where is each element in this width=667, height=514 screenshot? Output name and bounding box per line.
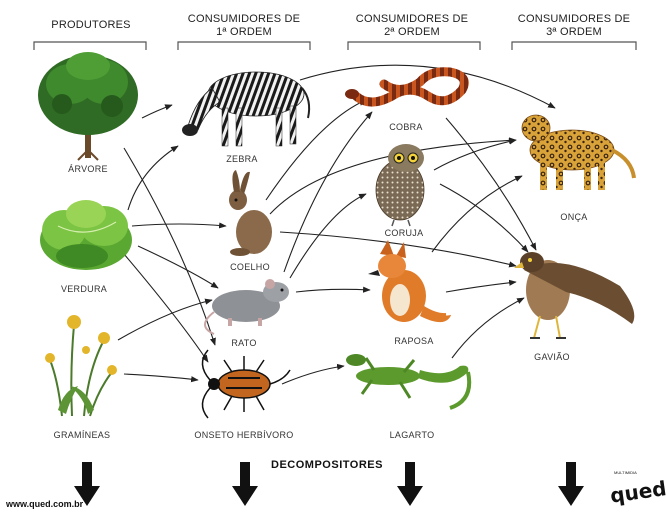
arrow-owl-hawk <box>440 184 528 252</box>
vegetable-illustration <box>40 200 132 270</box>
primary-bracket <box>178 42 310 50</box>
arrow-fox-hawk <box>446 282 516 292</box>
owl-label: CORUJA <box>385 228 424 238</box>
hawk-label: GAVIÃO <box>534 352 570 362</box>
grasses-label: GRAMÍNEAS <box>54 430 111 440</box>
arrow-vegetable-rat <box>138 246 218 288</box>
primary-header-line1: CONSUMIDORES DE <box>188 13 300 25</box>
rat-label: RATO <box>231 338 256 348</box>
fox-label: RAPOSA <box>394 336 433 346</box>
decomposers-label: DECOMPOSITORES <box>271 459 383 471</box>
arrow-grasses-rat <box>118 300 212 340</box>
qued-logo: MULTIMIDIA qued <box>609 470 667 508</box>
grasses-illustration <box>45 315 117 416</box>
arrow-rat-fox <box>296 289 370 292</box>
vegetable-label: VERDURA <box>61 284 107 294</box>
arrow-lizard-hawk <box>452 298 524 358</box>
header-producers: PRODUTORES <box>34 19 146 50</box>
food-web-arrows <box>118 65 555 384</box>
jaguar-illustration <box>522 115 634 190</box>
arrow-tree-zebra <box>142 105 172 118</box>
lizard-label: LAGARTO <box>390 430 435 440</box>
arrow-owl-jaguar <box>434 140 516 170</box>
tertiary-header-line1: CONSUMIDORES DE <box>518 13 630 25</box>
logo-small-text: MULTIMIDIA <box>614 470 637 475</box>
tree-label: ÁRVORE <box>68 164 108 174</box>
header-tertiary-consumers: CONSUMIDORES DE 3ª ORDEM <box>512 13 636 50</box>
producers-header-text: PRODUTORES <box>51 19 130 31</box>
logo-text: qued <box>609 476 667 508</box>
arrow-vegetable-rabbit <box>132 224 226 226</box>
secondary-header-line1: CONSUMIDORES DE <box>356 13 468 25</box>
secondary-header-line2: 2ª ORDEM <box>384 26 440 38</box>
header-primary-consumers: CONSUMIDORES DE 1ª ORDEM <box>178 13 310 50</box>
zebra-label: ZEBRA <box>226 154 258 164</box>
website-text: www.qued.com.br <box>5 499 84 509</box>
rabbit-label: COELHO <box>230 262 270 272</box>
insect-illustration <box>202 350 290 418</box>
snake-illustration <box>345 72 464 102</box>
insect-label: ONSETO HERBÍVORO <box>194 430 293 440</box>
tertiary-bracket <box>512 42 636 50</box>
producers-bracket <box>34 42 146 50</box>
fox-illustration <box>368 240 452 322</box>
arrow-tree-insect <box>124 148 215 345</box>
header-secondary-consumers: CONSUMIDORES DE 2ª ORDEM <box>348 13 480 50</box>
zebra-illustration <box>182 72 309 146</box>
lizard-illustration <box>346 354 469 408</box>
down-arrow-secondary <box>397 462 423 506</box>
snake-label: COBRA <box>389 122 423 132</box>
hawk-illustration <box>514 252 634 338</box>
arrow-grasses-insect <box>124 374 198 380</box>
secondary-bracket <box>348 42 480 50</box>
primary-header-line2: 1ª ORDEM <box>216 26 272 38</box>
rabbit-illustration <box>229 170 272 256</box>
arrow-insect-lizard <box>282 366 344 384</box>
jaguar-label: ONÇA <box>560 212 587 222</box>
down-arrow-tertiary <box>558 462 584 506</box>
arrow-vegetable-insect <box>124 254 208 362</box>
tree-illustration <box>38 52 138 160</box>
down-arrow-primary <box>232 462 258 506</box>
tertiary-header-line2: 3ª ORDEM <box>546 26 602 38</box>
arrow-snake-hawk <box>446 118 536 250</box>
owl-illustration <box>376 144 424 226</box>
